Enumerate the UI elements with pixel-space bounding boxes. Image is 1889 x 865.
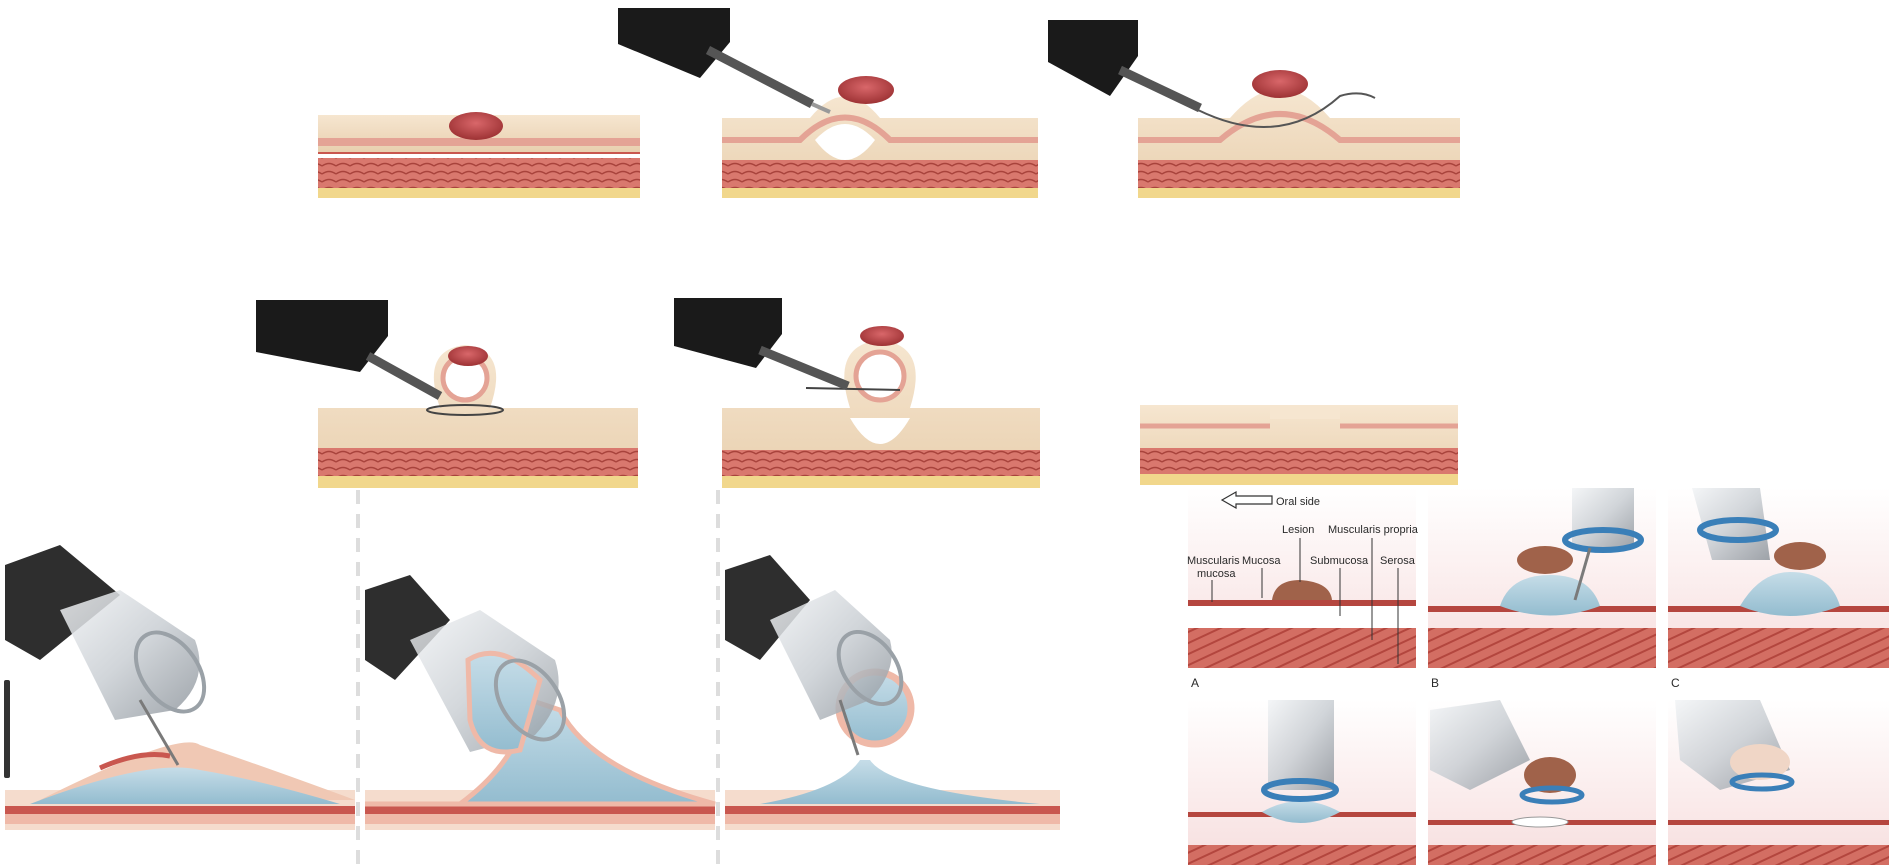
endoscope-icon <box>1048 20 1200 108</box>
cap-emr-panel-2 <box>365 575 715 830</box>
endoscope-icon <box>674 298 848 386</box>
label-serosa: Serosa <box>1380 555 1416 567</box>
tissue-block-5 <box>674 298 1040 488</box>
endoscope-icon <box>256 300 440 396</box>
tissue-block-2 <box>618 8 1038 198</box>
label-muscularis-propria: Muscularis propria <box>1328 524 1419 536</box>
tissue-block-3 <box>1048 20 1460 198</box>
band-ligation-figure: Oral side Lesion Muscularis propria Musc… <box>1187 488 1889 865</box>
panel-label-a: A <box>1191 676 1199 690</box>
tissue-block-1 <box>318 112 640 198</box>
transparent-cap-icon <box>5 545 218 765</box>
cap-emr-panel-3 <box>725 555 1060 830</box>
side-marker <box>4 680 10 778</box>
tissue-block-4 <box>256 300 638 488</box>
label-mucosa: Mucosa <box>1242 555 1281 567</box>
tissue-block-6 <box>1140 405 1458 485</box>
panel-label-c: C <box>1671 676 1680 690</box>
cap-emr-panel-1 <box>5 545 355 830</box>
panel-label-b: B <box>1431 676 1439 690</box>
label-submucosa: Submucosa <box>1310 555 1369 567</box>
endoscope-icon <box>618 8 830 112</box>
label-lesion: Lesion <box>1282 524 1314 536</box>
transparent-cap-icon <box>1264 700 1336 799</box>
label-oral-side: Oral side <box>1276 496 1320 508</box>
